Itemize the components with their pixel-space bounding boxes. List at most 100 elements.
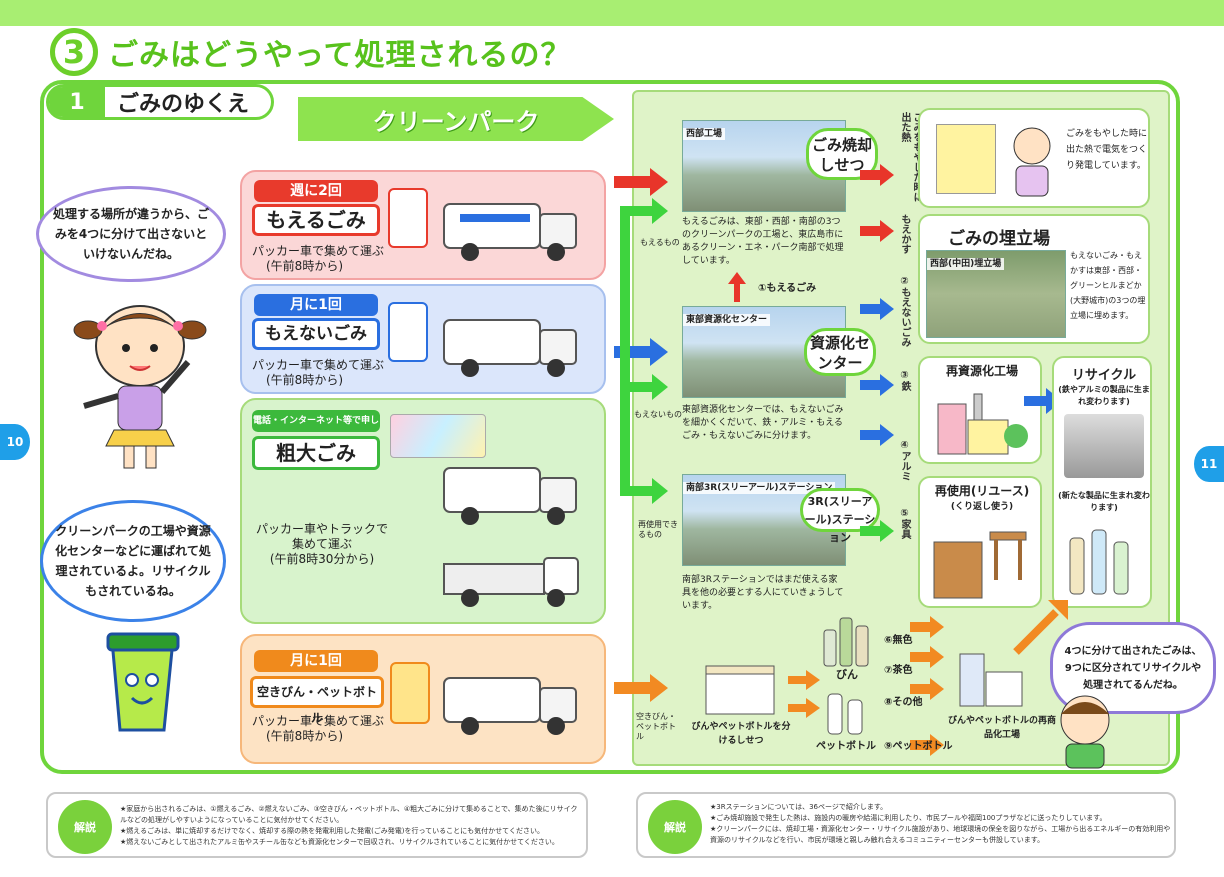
bottle-bag-icon (390, 662, 430, 724)
green-arrows (620, 198, 668, 504)
red-arrow (614, 168, 668, 196)
orange-arrow-s9 (910, 734, 944, 756)
orange-arrow-up (788, 670, 820, 690)
category-moeru-desc-1: パッカー車で集めて運ぶ (252, 244, 385, 258)
power-generation-box: ごみをもやした時に出た熱で電気をつくり発電しています。 (918, 108, 1150, 208)
landfill-photo: 西部(中田)埋立場 (926, 250, 1066, 338)
category-bottle-frequency: 月に1回 (254, 650, 378, 672)
mascot-character (92, 630, 192, 740)
flatbed-truck-svg (443, 557, 579, 607)
category-sodai-frequency: 電話・インターネット等で申し込む (252, 410, 380, 448)
packer-truck-icon (438, 192, 584, 266)
factory-svg (937, 393, 1028, 455)
category-moenai-desc: パッカー車で集めて運ぶ (午前8時から) (252, 358, 384, 388)
section-title: ごみのゆくえ (117, 92, 250, 117)
glass-bottles-svg (823, 617, 869, 667)
steel-beam-icon (1064, 414, 1144, 478)
v-label-noncomb: ②もえないごみ (899, 276, 910, 347)
page-number-left: 10 (0, 424, 30, 460)
sort-label-7: ⑦茶色 (884, 665, 913, 676)
orange-arrow (614, 674, 668, 702)
sort-label-6: ⑥無色 (884, 635, 913, 646)
boy-svg (1060, 695, 1110, 769)
category-bottle-desc-1: パッカー車で集めて運ぶ (252, 714, 385, 728)
category-moeru-desc: パッカー車で集めて運ぶ (午前8時から) (252, 244, 384, 274)
resource-badge: 資源化センター (804, 328, 876, 376)
category-sodai-name: 粗大ごみ (252, 436, 380, 470)
reuse-sub: (くり返し使う) (950, 502, 1014, 512)
east-center-desc: 東部資源化センターでは、もえないごみを細かくくだいて、鉄・アルミ・もえるごみ・も… (682, 405, 844, 441)
recycle-title: リサイクル (1071, 368, 1137, 383)
ticket-cards-icon (390, 414, 486, 458)
bin-label: びん (836, 668, 858, 681)
footer-right-line-2: ★ごみ焼却施設で発生した熱は、施設内の暖房や給湯に利用したり、市民プールや福岡1… (710, 814, 1107, 822)
east-center-label: 東部資源化センター (683, 314, 771, 326)
top-bar (0, 0, 1224, 26)
footer-right-line-1: ★3Rステーションについては、36ページで紹介します。 (710, 803, 888, 811)
pet-bottles-svg (827, 693, 863, 735)
new-product-desc: (新たな製品に生まれ変わります) (1058, 491, 1150, 512)
packer-truck-svg (443, 677, 577, 735)
label-moenai: もえないもの (634, 410, 682, 419)
recycle-plant-label: びんやペットボトルの再商品化工場 (947, 716, 1056, 740)
packer-truck-svg (443, 319, 577, 377)
mascot-speech-bubble: クリーンパークの工場や資源化センターなどに運ばれて処理されているよ。リサイクルも… (40, 500, 226, 622)
footer-right-tag: 解説 (648, 800, 702, 854)
footer-right: 解説 ★3Rステーションについては、36ページで紹介します。 ★ごみ焼却施設で発… (636, 792, 1176, 858)
sort-label-9: ⑨ペットボトル (884, 741, 953, 752)
v-label-heat: ごみをもやした時に出た熱 (899, 112, 922, 202)
recycle-plant-title: 再資源化工場 (945, 364, 1018, 378)
category-moeru-name: もえるごみ (252, 204, 380, 236)
footer-left: 解説 ★家庭から出されるごみは、①燃えるごみ、②燃えないごみ、③空きびん・ペット… (46, 792, 588, 858)
category-bottle-name: 空きびん・ペットボトル (250, 676, 384, 725)
bottles-product-icon (1064, 518, 1144, 598)
category-moeru: 週に2回 もえるごみ パッカー車で集めて運ぶ (午前8時から) (240, 170, 606, 280)
category-moenai-frequency: 月に1回 (254, 294, 378, 316)
label-bottle: 空きびん・ペットボトル (636, 712, 676, 741)
category-sodai: 電話・インターネット等で申し込む 粗大ごみ パッカー車やトラックで 集めて運ぶ … (240, 398, 606, 624)
v-label-iron: ③鉄 (899, 370, 910, 391)
flatbed-truck-icon (438, 540, 584, 612)
red-out-arrow-1 (860, 164, 894, 186)
girl-illustration (73, 305, 207, 469)
footer-left-line-1: ★家庭から出されるごみは、①燃えるごみ、②燃えないごみ、③空きびん・ペットボトル… (120, 805, 578, 824)
person-icon (1004, 120, 1060, 200)
v-label-alu: ④アルミ (899, 440, 910, 481)
blue-out-arrow-2 (860, 374, 894, 396)
category-bottle-desc-2: (午前8時から) (266, 729, 343, 743)
landfill-title: ごみの埋立場 (948, 229, 1050, 249)
category-moenai: 月に1回 もえないごみ パッカー車で集めて運ぶ (午前8時から) (240, 284, 606, 394)
sorting-facility-svg (705, 665, 775, 715)
footer-right-text: ★3Rステーションについては、36ページで紹介します。 ★ごみ焼却施設で発生した… (710, 802, 1172, 846)
footer-left-line-2: ★燃えるごみは、単に焼却するだけでなく、焼却する際の熱を発電利用した発電(ごみ発… (120, 827, 544, 835)
category-sodai-desc-2: 集めて運ぶ (291, 537, 352, 551)
section-label: 1 ごみのゆくえ (46, 84, 274, 120)
v-label-furniture: ⑤家具 (899, 508, 910, 539)
category-moeru-desc-2: (午前8時から) (266, 259, 343, 273)
blue-out-arrow-1 (860, 298, 894, 320)
threeR-badge: 3R(スリーアール)ステーション (800, 488, 880, 544)
label-moeru: もえるもの (640, 238, 680, 247)
blue-out-arrow-3 (860, 424, 894, 446)
girl-speech-bubble: 処理する場所が違うから、ごみを4つに分けて出さないといけないんだね。 (36, 186, 226, 282)
v-label-ash: もえかす (899, 214, 910, 254)
glass-bottles-icon (820, 608, 870, 668)
category-sodai-desc-1: パッカー車やトラックで (256, 522, 389, 536)
landfill-box: ごみの埋立場 西部(中田)埋立場 もえないごみ・もえかすは東部・西部・グリーンヒ… (918, 214, 1150, 344)
packer-truck-icon (438, 308, 584, 382)
category-bottle: 月に1回 空きびん・ペットボトル パッカー車で集めて運ぶ (午前8時から) (240, 634, 606, 764)
threeR-label: 南部3R(スリーアール)ステーション (683, 482, 836, 494)
landfill-desc: もえないごみ・もえかすは東部・西部・グリーンヒルまどか(大野城市)の3つの埋立場… (1070, 251, 1146, 320)
burnable-bag-icon (388, 188, 428, 248)
reuse-box: 再使用(リユース) (くり返し使う) (918, 476, 1042, 608)
up-red-arrow (728, 272, 746, 302)
category-sodai-desc: パッカー車やトラックで 集めて運ぶ (午前8時30分から) (256, 522, 388, 567)
category-moenai-name: もえないごみ (252, 318, 380, 350)
west-plant-desc: もえるごみは、東部・西部・南部の3つのクリーンパークの工場と、東広島市にあるクリ… (682, 217, 844, 266)
page-number-right: 11 (1194, 446, 1224, 482)
packer-truck-icon (438, 666, 584, 740)
threeR-desc: 南部3Rステーションではまだ使える家具を他の必要とする人にていきょうしています。 (682, 575, 844, 611)
pet-label: ペットボトル (816, 741, 876, 752)
section-number: 1 (49, 87, 105, 117)
packer-truck-svg (443, 203, 577, 261)
